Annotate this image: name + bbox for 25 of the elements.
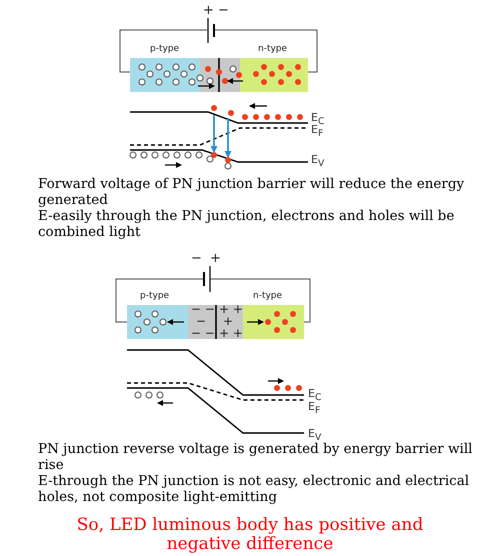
description-text: Forward voltage of PN junction barrier will reduce the energy generated — [38, 176, 466, 208]
region-label: p-type — [140, 292, 170, 301]
region-label: p-type — [150, 45, 180, 54]
energy-level-label: E$_{F}$ — [308, 401, 320, 416]
polarity-sign: + — [203, 4, 214, 17]
polarity-sign: + — [210, 252, 221, 265]
energy-level-label: E$_{C}$ — [308, 388, 322, 402]
charge-sign: − − — [191, 303, 215, 315]
energy-level-label: E$_{C}$ — [311, 112, 324, 126]
description-text: E-through the PN junction is not easy, electronic and electrical holes, not composite light-emitting — [38, 473, 470, 505]
energy-level-label: E$_{V}$ — [308, 428, 322, 442]
energy-level-label: E$_{V}$ — [311, 154, 324, 168]
polarity-sign: − — [191, 252, 202, 265]
description-text: E-easily through the PN junction, electrons and holes will be combined light — [38, 208, 456, 240]
polarity-sign: − — [218, 4, 229, 17]
conclusion-text: So, LED luminous body has positive and negative difference — [76, 516, 424, 554]
charge-sign: + + — [219, 303, 243, 315]
charge-sign: − − — [191, 327, 215, 339]
description-text: PN junction reverse voltage is generated by energy barrier will rise — [38, 441, 474, 473]
charge-sign: − — [196, 315, 206, 327]
region-label: n-type — [258, 45, 288, 54]
energy-level-label: E$_{F}$ — [311, 124, 324, 138]
charge-sign: + + — [219, 327, 243, 339]
region-label: n-type — [253, 292, 282, 301]
charge-sign: + — [223, 315, 234, 327]
